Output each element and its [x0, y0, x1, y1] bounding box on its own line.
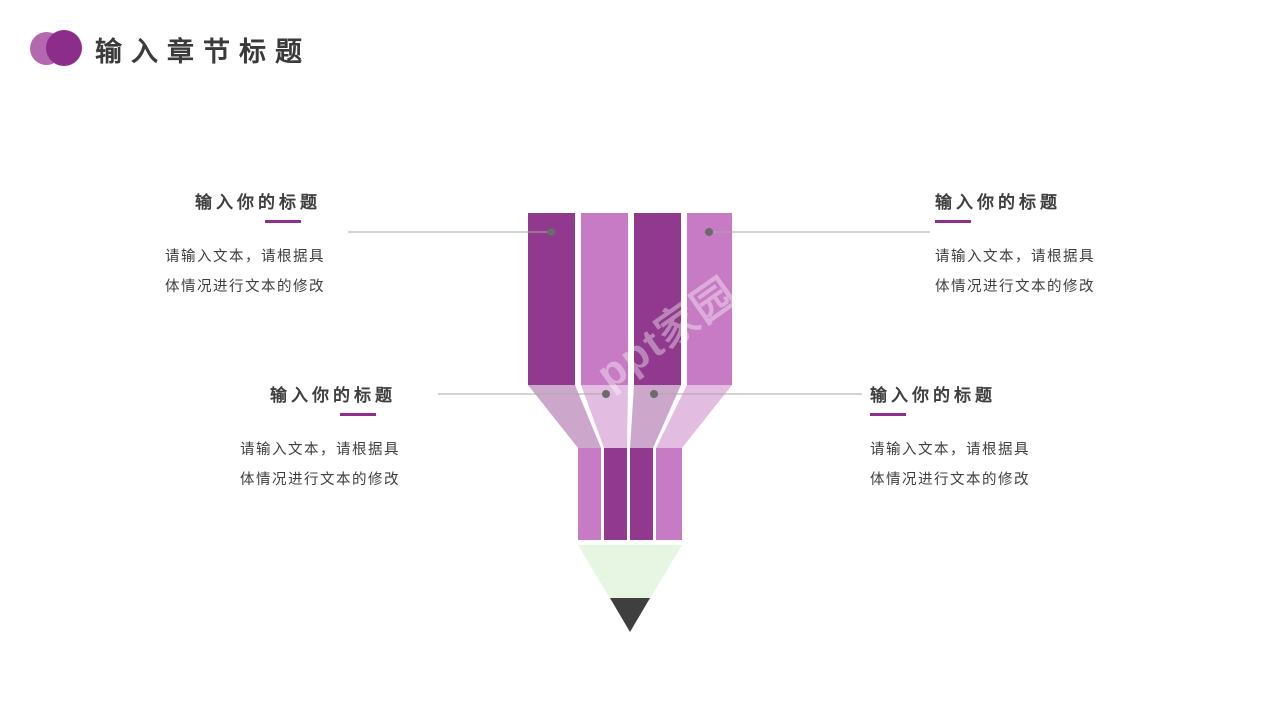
connector-dot-top-left — [547, 228, 555, 236]
title-underline — [265, 220, 301, 223]
callout-top-right: 输入你的标题 请输入文本，请根据具 体情况进行文本的修改 — [935, 188, 1145, 302]
title-underline — [870, 413, 906, 416]
callout-title: 输入你的标题 — [935, 193, 1061, 212]
body-line-1: 请输入文本，请根据具 — [870, 442, 1030, 458]
body-line-2: 体情况进行文本的修改 — [240, 472, 400, 488]
callout-body: 请输入文本，请根据具 体情况进行文本的修改 — [935, 242, 1145, 302]
pencil-stripe-4 — [656, 448, 682, 540]
callout-middle-left: 输入你的标题 请输入文本，请根据具 体情况进行文本的修改 — [240, 381, 450, 495]
pencil-bar-1 — [528, 213, 575, 385]
header-circle-dark-icon — [46, 30, 82, 66]
pencil-stripe-1 — [578, 448, 601, 540]
body-line-1: 请输入文本，请根据具 — [240, 442, 400, 458]
pencil-wood — [578, 545, 682, 632]
callout-body: 请输入文本，请根据具 体情况进行文本的修改 — [240, 435, 450, 495]
callout-middle-right: 输入你的标题 请输入文本，请根据具 体情况进行文本的修改 — [870, 381, 1080, 495]
connector-dot-top-right — [705, 228, 713, 236]
body-line-2: 体情况进行文本的修改 — [165, 279, 325, 295]
callout-title: 输入你的标题 — [195, 193, 321, 212]
body-line-1: 请输入文本，请根据具 — [935, 249, 1095, 265]
title-underline — [340, 413, 376, 416]
callout-title: 输入你的标题 — [270, 386, 396, 405]
body-line-2: 体情况进行文本的修改 — [870, 472, 1030, 488]
pencil-stripe-2 — [604, 448, 627, 540]
pencil-funnel-3 — [630, 385, 681, 448]
callout-top-left: 输入你的标题 请输入文本，请根据具 体情况进行文本的修改 — [165, 188, 375, 302]
pencil-bar-4 — [687, 213, 732, 385]
pencil-tip — [610, 598, 650, 632]
callout-title: 输入你的标题 — [870, 386, 996, 405]
body-line-2: 体情况进行文本的修改 — [935, 279, 1095, 295]
page-title: 输入章节标题 — [95, 37, 311, 67]
pencil-funnel-1 — [528, 385, 601, 448]
title-underline — [935, 220, 971, 223]
pencil-bar-2 — [581, 213, 628, 385]
body-line-1: 请输入文本，请根据具 — [165, 249, 325, 265]
pencil-stripe-3 — [630, 448, 653, 540]
connector-dot-middle-right — [650, 390, 658, 398]
pencil-funnel-2 — [581, 385, 628, 448]
callout-body: 请输入文本，请根据具 体情况进行文本的修改 — [165, 242, 375, 302]
pencil-bar-3 — [634, 213, 681, 385]
pencil-funnel-4 — [656, 385, 732, 448]
connector-dot-middle-left — [602, 390, 610, 398]
slide-header: 输入章节标题 — [0, 0, 1280, 90]
callout-body: 请输入文本，请根据具 体情况进行文本的修改 — [870, 435, 1080, 495]
